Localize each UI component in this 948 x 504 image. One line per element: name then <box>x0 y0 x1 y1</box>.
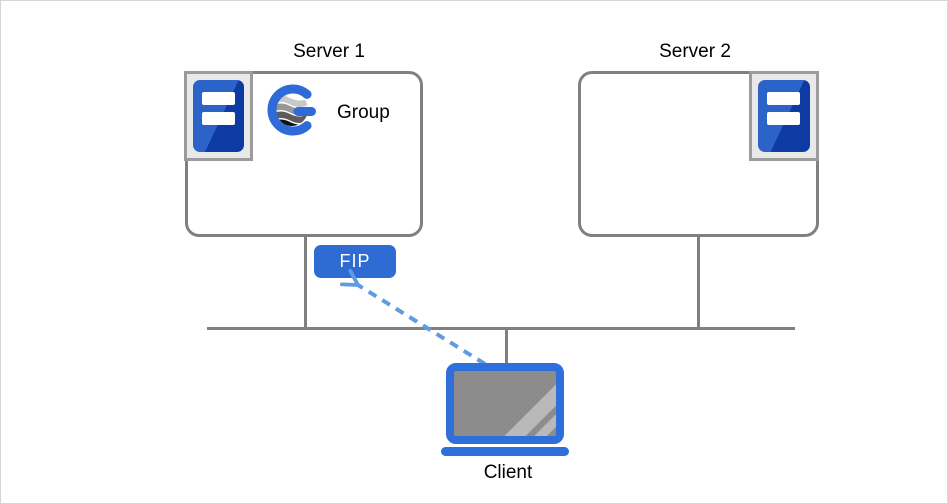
server1-tower-icon <box>184 71 253 161</box>
server2-tower-icon <box>749 71 819 161</box>
server1-network-connector <box>304 236 307 330</box>
laptop-base <box>441 447 569 456</box>
server2-title: Server 2 <box>659 41 731 62</box>
group-globe-icon <box>267 84 316 136</box>
laptop-icon <box>446 363 564 444</box>
client-to-fip-arrow <box>339 269 487 366</box>
server1-title: Server 1 <box>293 41 365 62</box>
network-bus-line <box>207 327 795 330</box>
client-label: Client <box>483 462 533 483</box>
server-tower-glyph <box>758 80 810 152</box>
group-label: Group <box>337 102 390 123</box>
laptop-screen-sheen <box>489 383 556 436</box>
client-network-connector <box>505 330 508 365</box>
server-tower-glyph <box>193 80 244 152</box>
server2-network-connector <box>697 236 700 330</box>
